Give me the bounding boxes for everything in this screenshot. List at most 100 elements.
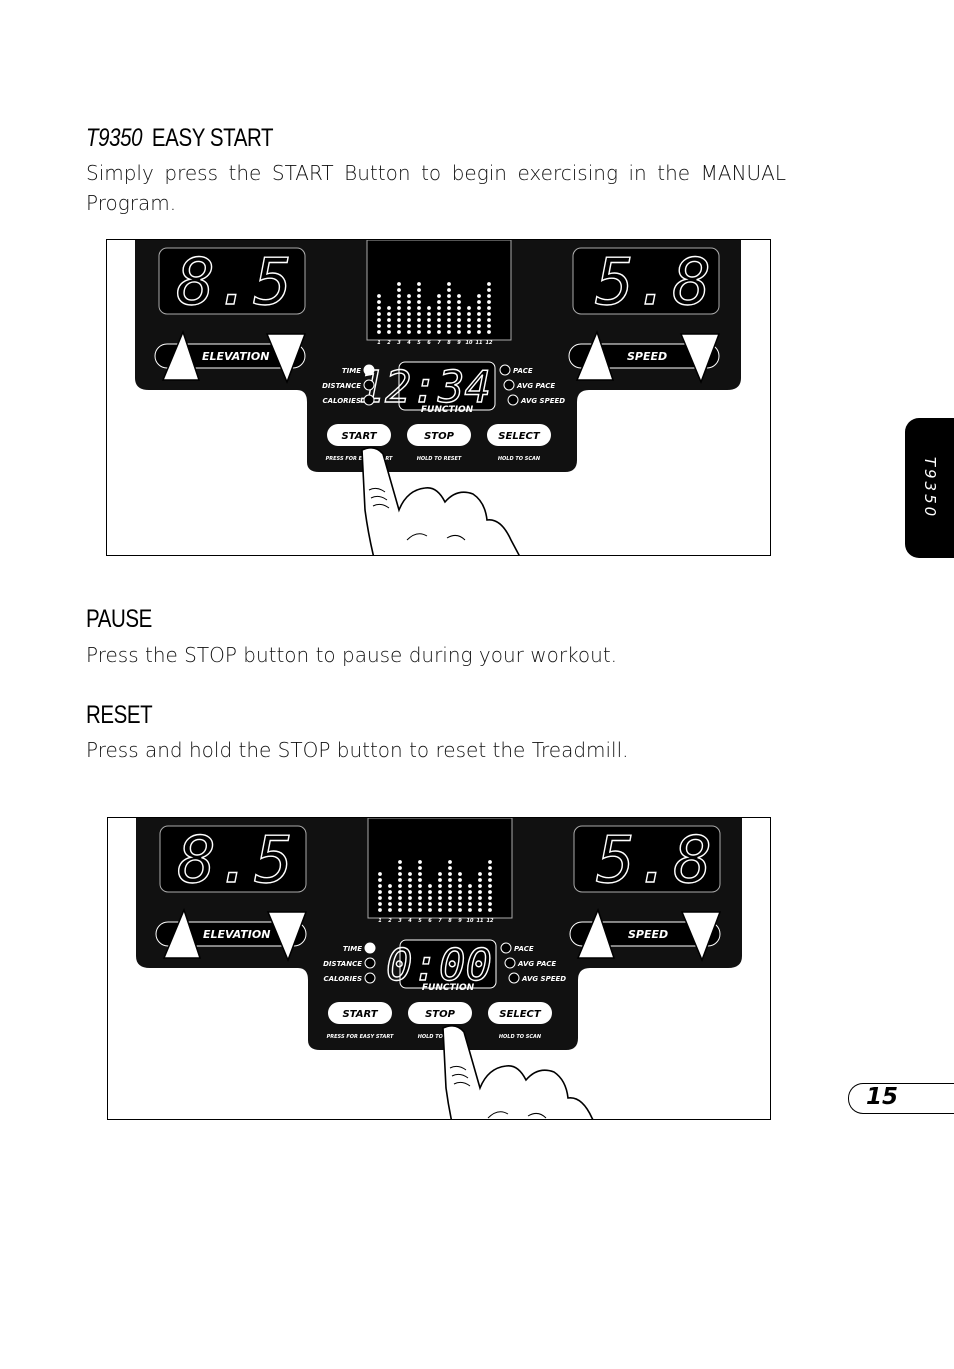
profile-dot	[398, 884, 402, 888]
profile-display	[366, 240, 512, 341]
profile-dot	[407, 330, 411, 334]
profile-dot	[377, 300, 381, 304]
profile-dot	[447, 312, 451, 316]
start-button	[328, 1002, 392, 1024]
profile-dot	[478, 908, 482, 912]
profile-dot	[488, 896, 492, 900]
profile-tick-label: 2	[387, 340, 391, 346]
start-hint: PRESS FOR EASY START	[327, 1034, 394, 1040]
profile-dot	[398, 896, 402, 900]
profile-dot	[378, 872, 382, 876]
function-display	[398, 361, 496, 411]
profile-dot	[427, 330, 431, 334]
elevation-down-icon	[265, 333, 307, 385]
profile-dot	[398, 878, 402, 882]
profile-dot	[398, 860, 402, 864]
profile-dot	[407, 312, 411, 316]
hand-finger-lines	[406, 533, 466, 541]
profile-dot	[418, 878, 422, 882]
profile-dot	[397, 300, 401, 304]
select-button-label: SELECT	[499, 1009, 542, 1020]
elevation-display	[159, 825, 307, 893]
profile-tick-label: 4	[407, 340, 411, 346]
profile-dot	[428, 902, 432, 906]
profile-dot	[397, 330, 401, 334]
profile-dot	[438, 890, 442, 894]
stop-button	[408, 1002, 472, 1024]
profile-dot	[418, 896, 422, 900]
profile-dot	[387, 324, 391, 328]
stop-button-label: STOP	[425, 1009, 456, 1020]
profile-dot	[467, 324, 471, 328]
profile-tick-label: 6	[428, 918, 432, 924]
mode-label-right: AVG PACE	[516, 382, 555, 390]
profile-dot	[387, 306, 391, 310]
elevation-down-icon	[266, 911, 308, 963]
hand-finger-lines	[487, 1111, 547, 1119]
mode-label-right: AVG SPEED	[520, 397, 565, 405]
profile-dot	[418, 908, 422, 912]
profile-dot	[417, 330, 421, 334]
function-label: FUNCTION	[421, 405, 474, 415]
side-tab-label: T9350	[921, 456, 939, 520]
elevation-label: ELEVATION	[203, 928, 270, 941]
profile-dot	[468, 890, 472, 894]
profile-dot	[458, 884, 462, 888]
profile-dot	[398, 908, 402, 912]
profile-dot	[437, 300, 441, 304]
reset-body: Press and hold the STOP button to reset …	[86, 738, 629, 762]
profile-dot	[447, 294, 451, 298]
profile-dot	[458, 878, 462, 882]
hand-knuckle-lines	[449, 1065, 471, 1087]
profile-dot	[427, 306, 431, 310]
profile-dot	[448, 908, 452, 912]
profile-dot	[397, 306, 401, 310]
mode-label-left: CALORIES	[323, 975, 362, 983]
profile-dot	[417, 312, 421, 316]
profile-dot	[398, 872, 402, 876]
mode-indicator-icon	[500, 942, 512, 954]
profile-dot	[467, 306, 471, 310]
profile-tick-label: 7	[438, 918, 442, 924]
mode-label-left: TIME	[342, 367, 361, 375]
profile-tick-label: 3	[398, 918, 402, 924]
select-button	[487, 424, 551, 446]
profile-dot	[428, 890, 432, 894]
select-hint: HOLD TO SCAN	[498, 456, 541, 462]
hand-illustration	[361, 446, 520, 555]
profile-tick-label: 5	[417, 340, 421, 346]
profile-dot	[487, 318, 491, 322]
speed-up-icon	[575, 329, 615, 381]
profile-dot	[408, 896, 412, 900]
speed-readout: 5.8	[596, 824, 712, 898]
profile-dot	[378, 878, 382, 882]
profile-dot	[458, 872, 462, 876]
profile-dot	[418, 884, 422, 888]
elevation-up-icon	[162, 907, 202, 959]
profile-dot	[447, 288, 451, 292]
profile-dot	[408, 878, 412, 882]
profile-dot	[417, 282, 421, 286]
profile-dot	[488, 902, 492, 906]
profile-dot	[437, 294, 441, 298]
profile-dot	[438, 902, 442, 906]
profile-dot	[448, 866, 452, 870]
profile-dot	[468, 896, 472, 900]
profile-dot	[488, 872, 492, 876]
function-label: FUNCTION	[422, 983, 475, 993]
profile-dot	[478, 902, 482, 906]
select-button-label: SELECT	[498, 431, 541, 442]
profile-dot	[438, 896, 442, 900]
profile-dot	[428, 884, 432, 888]
profile-dot	[407, 306, 411, 310]
profile-dot	[448, 872, 452, 876]
profile-dot	[377, 330, 381, 334]
profile-dot	[488, 884, 492, 888]
profile-dot	[378, 884, 382, 888]
profile-dot	[477, 306, 481, 310]
profile-dot	[447, 300, 451, 304]
profile-dot	[477, 324, 481, 328]
model-name: T9350	[86, 124, 143, 152]
